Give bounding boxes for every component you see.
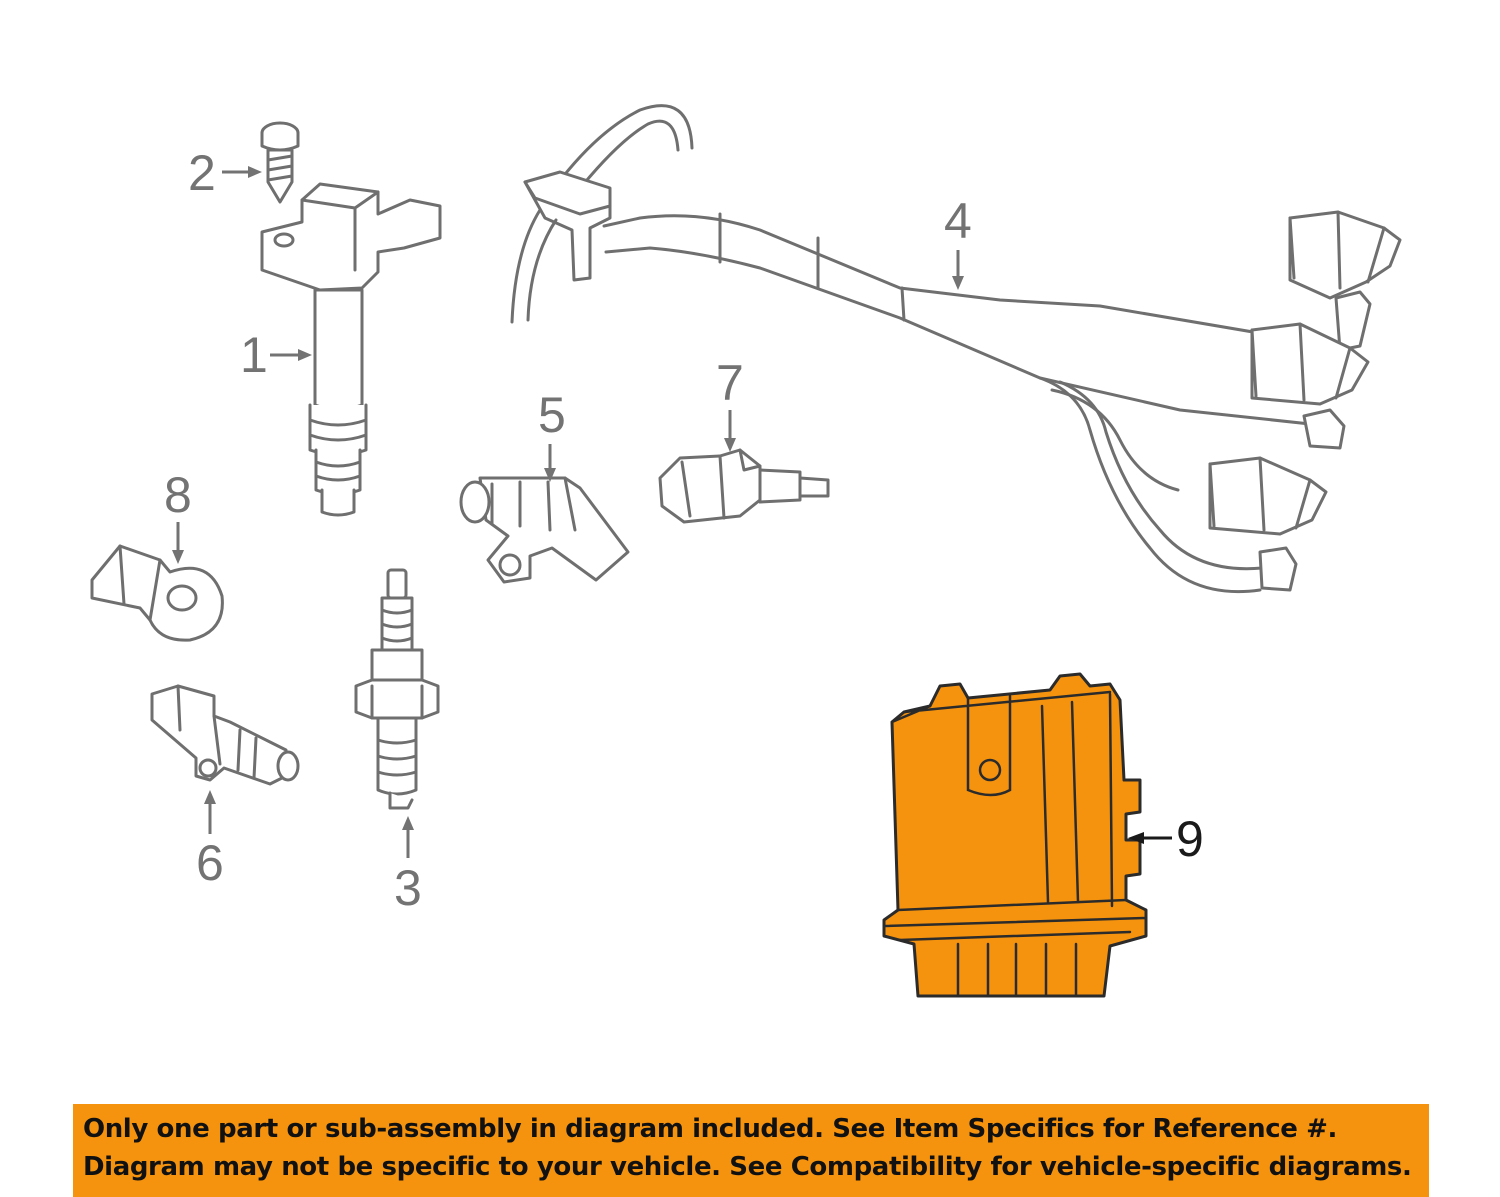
disclaimer-line-1: Only one part or sub-assembly in diagram… (83, 1114, 1337, 1144)
callout-3: 3 (394, 816, 422, 916)
temperature-sensor-part-7 (658, 448, 830, 524)
svg-text:3: 3 (394, 860, 422, 916)
ignition-coil-part-1 (260, 182, 442, 517)
svg-text:5: 5 (538, 387, 566, 443)
spark-plug-part-3 (354, 568, 440, 810)
callout-8: 8 (164, 467, 192, 564)
svg-text:6: 6 (196, 835, 224, 891)
bolt-part-2 (260, 121, 300, 204)
svg-text:8: 8 (164, 467, 192, 523)
parts-diagram: 1 2 3 4 5 6 7 8 9 (90, 104, 1402, 998)
knock-sensor-part-8 (90, 544, 224, 642)
speed-sensor-part-6 (150, 684, 300, 786)
callout-5: 5 (538, 387, 566, 482)
callout-7: 7 (716, 355, 744, 452)
svg-text:4: 4 (944, 193, 972, 249)
callout-2: 2 (188, 145, 262, 201)
disclaimer-line-2: Diagram may not be specific to your vehi… (83, 1152, 1412, 1182)
engine-control-module-part-9 (882, 672, 1148, 998)
position-sensor-part-5 (459, 476, 630, 584)
callout-4: 4 (944, 193, 972, 290)
svg-text:2: 2 (188, 145, 216, 201)
wiring-harness-part-4 (510, 104, 1402, 594)
callout-1: 1 (240, 327, 312, 383)
svg-text:1: 1 (240, 327, 268, 383)
svg-text:7: 7 (716, 355, 744, 411)
callout-9: 9 (1128, 811, 1204, 867)
svg-text:9: 9 (1176, 811, 1204, 867)
callout-6: 6 (196, 790, 224, 891)
disclaimer-banner: Only one part or sub-assembly in diagram… (73, 1104, 1429, 1197)
